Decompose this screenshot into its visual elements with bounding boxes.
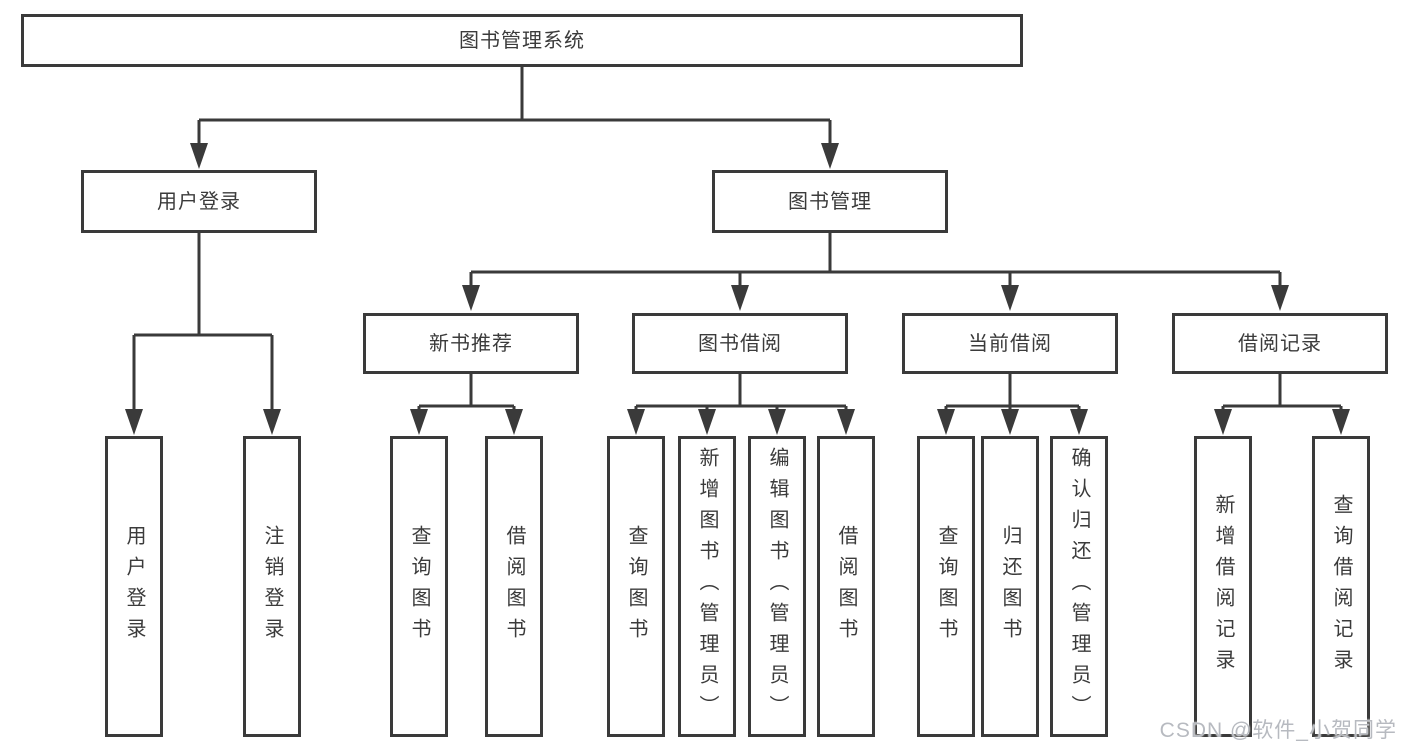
arrowhead-bb-query (627, 409, 645, 435)
csdn-watermark: CSDN @软件_小贺同学 (1159, 719, 1397, 742)
arrowhead-records (1271, 285, 1289, 311)
leaf-current-query-books: 查询图书 (917, 436, 975, 737)
arrowhead-br-add (1214, 409, 1232, 435)
arrowhead-nb-query (410, 409, 428, 435)
arrowhead-newbook (462, 285, 480, 311)
leaf-newbook-query-books: 查询图书 (390, 436, 448, 737)
arrowhead-cb-confirm (1070, 409, 1088, 435)
leaf-borrowing-add-books-admin: 新增图书（管理员） (678, 436, 736, 737)
arrowhead-cb-return (1001, 409, 1019, 435)
leaf-newbook-borrow-books: 借阅图书 (485, 436, 543, 737)
arrowhead-leaf-logout (263, 409, 281, 435)
arrowhead-bb-add (698, 409, 716, 435)
node-book-management: 图书管理 (712, 170, 948, 233)
node-user-login: 用户登录 (81, 170, 317, 233)
leaf-borrowing-borrow-books: 借阅图书 (817, 436, 875, 737)
leaf-user-login: 用户登录 (105, 436, 163, 737)
node-borrowing-records: 借阅记录 (1172, 313, 1388, 374)
arrowhead-bb-edit (768, 409, 786, 435)
leaf-records-query-record: 查询借阅记录 (1312, 436, 1370, 737)
arrowhead-br-query (1332, 409, 1350, 435)
arrowhead-book-mgmt (821, 143, 839, 169)
leaf-borrowing-query-books: 查询图书 (607, 436, 665, 737)
leaf-records-add-record: 新增借阅记录 (1194, 436, 1252, 737)
arrowhead-leaf-login (125, 409, 143, 435)
leaf-logout: 注销登录 (243, 436, 301, 737)
node-current-borrowing: 当前借阅 (902, 313, 1118, 374)
arrowhead-current (1001, 285, 1019, 311)
leaf-current-return-books: 归还图书 (981, 436, 1039, 737)
arrowhead-cb-query (937, 409, 955, 435)
node-root: 图书管理系统 (21, 14, 1023, 67)
arrowhead-nb-borrow (505, 409, 523, 435)
arrowhead-bb-borrow (837, 409, 855, 435)
node-new-book-recommend: 新书推荐 (363, 313, 579, 374)
leaf-current-confirm-return-admin: 确认归还（管理员） (1050, 436, 1108, 737)
node-book-borrowing: 图书借阅 (632, 313, 848, 374)
arrowhead-borrowing (731, 285, 749, 311)
arrowhead-user-login (190, 143, 208, 169)
leaf-borrowing-edit-books-admin: 编辑图书（管理员） (748, 436, 806, 737)
